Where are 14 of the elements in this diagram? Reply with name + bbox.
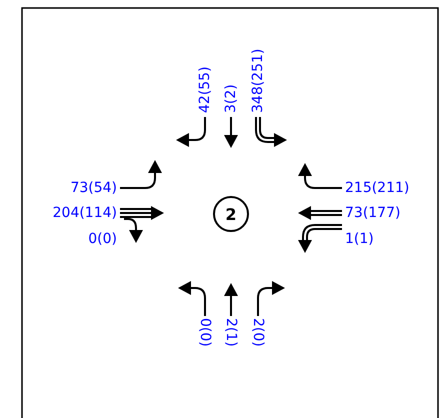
volume-label: 42(55) [197, 66, 213, 113]
intersection-number: 2 [225, 204, 237, 224]
volume-label: 1(1) [345, 231, 374, 247]
volume-label: 0(0) [88, 231, 117, 247]
volume-label: 204(114) [52, 205, 117, 221]
volume-label: 348(251) [250, 48, 266, 113]
volume-label: 73(177) [345, 205, 400, 221]
volume-label: 215(211) [345, 180, 410, 196]
intersection-circle [213, 196, 249, 232]
volume-label: 0(0) [197, 318, 213, 347]
volume-label: 2(0) [250, 318, 266, 347]
volume-label: 73(54) [70, 180, 117, 196]
volume-label: 2(1) [223, 318, 239, 347]
volume-label: 3(2) [223, 84, 239, 113]
